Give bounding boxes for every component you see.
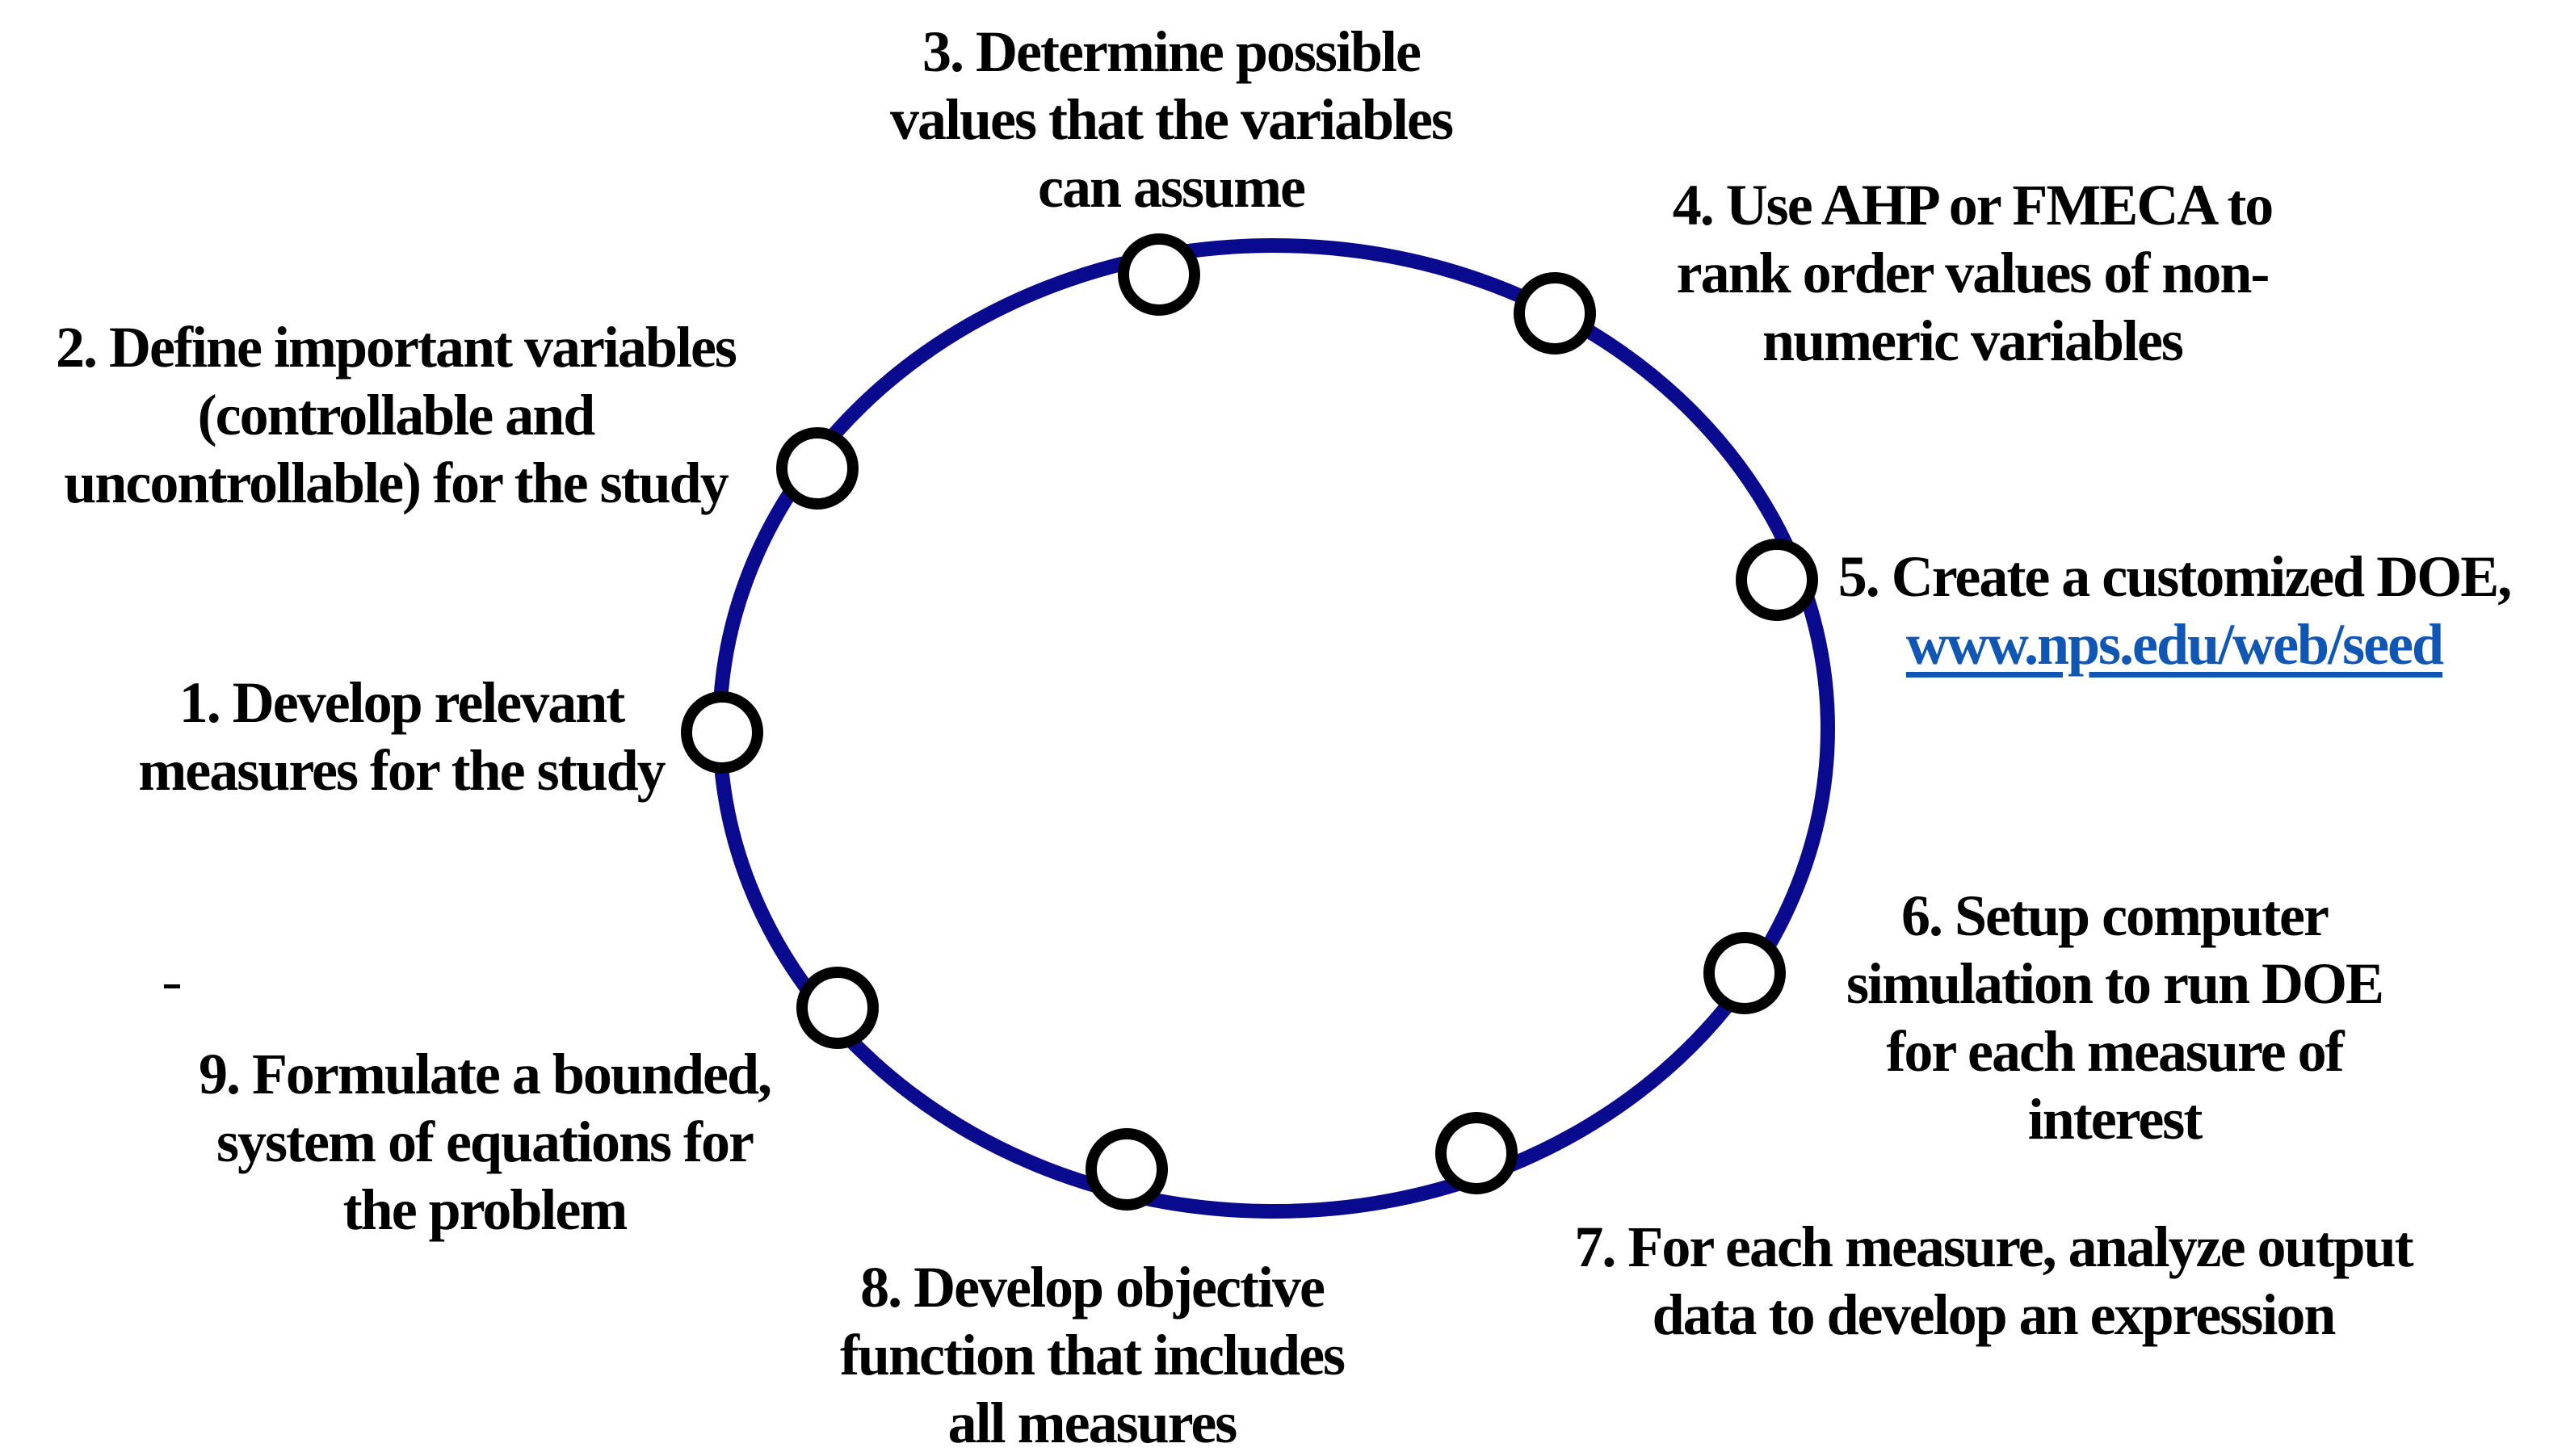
step-8-line-1: 8. Develop objective bbox=[860, 1255, 1325, 1320]
step-4-line-1: 4. Use AHP or FMECA to bbox=[1672, 173, 2274, 237]
step-4-line-3: numeric variables bbox=[1762, 308, 2184, 373]
step-2-line-2: (controllable and bbox=[197, 383, 596, 447]
step-7-line-2: data to develop an expression bbox=[1652, 1282, 2337, 1347]
step-8-label: 8. Develop objective function that inclu… bbox=[761, 1253, 1423, 1456]
step-9-node bbox=[796, 967, 879, 1049]
step-9-line-3: the problem bbox=[342, 1177, 628, 1242]
step-6-line-4: interest bbox=[2027, 1087, 2203, 1152]
step-1-line-2: measures for the study bbox=[138, 738, 666, 803]
step-2-node bbox=[776, 427, 859, 510]
step-2-line-3: uncontrollable) for the study bbox=[64, 451, 729, 515]
step-6-label: 6. Setup computer simulation to run DOE … bbox=[1775, 882, 2454, 1153]
step-4-line-2: rank order values of non- bbox=[1676, 241, 2270, 305]
step-3-node bbox=[1118, 233, 1200, 316]
step-8-node bbox=[1086, 1128, 1168, 1211]
step-9-line-2: system of equations for bbox=[216, 1110, 754, 1174]
step-1-node bbox=[681, 691, 763, 774]
step-9-label: 9. Formulate a bounded, system of equati… bbox=[105, 1040, 864, 1244]
nps-seed-link[interactable]: www.nps.edu/web/seed bbox=[1905, 612, 2444, 677]
step-1-line-1: 1. Develop relevant bbox=[178, 670, 626, 735]
step-5-line-1: 5. Create a customized DOE, bbox=[1837, 544, 2513, 609]
stray-dash-mark bbox=[164, 984, 180, 988]
step-2-line-1: 2. Define important variables bbox=[56, 315, 737, 380]
step-3-label: 3. Determine possible values that the va… bbox=[792, 18, 1551, 221]
step-7-label: 7. For each measure, analyze output data… bbox=[1468, 1213, 2518, 1349]
step-3-line-2: values that the variables bbox=[890, 87, 1454, 152]
step-6-node bbox=[1703, 932, 1786, 1014]
step-7-node bbox=[1435, 1112, 1518, 1194]
step-1-label: 1. Develop relevant measures for the stu… bbox=[78, 669, 724, 804]
step-2-label: 2. Define important variables (controlla… bbox=[0, 313, 800, 517]
step-8-line-2: function that includes bbox=[839, 1323, 1346, 1387]
step-3-line-3: can assume bbox=[1037, 155, 1306, 220]
cycle-ellipse bbox=[712, 238, 1835, 1219]
step-5-node bbox=[1736, 539, 1818, 621]
step-5-line-2: www.nps.edu/web/seed bbox=[1779, 611, 2566, 678]
step-8-line-3: all measures bbox=[947, 1391, 1238, 1455]
step-5-label: 5. Create a customized DOE, www.nps.edu/… bbox=[1779, 543, 2566, 678]
step-3-line-1: 3. Determine possible bbox=[922, 19, 1422, 84]
step-4-node bbox=[1514, 272, 1596, 355]
step-9-line-1: 9. Formulate a bounded, bbox=[198, 1042, 772, 1106]
step-7-line-1: 7. For each measure, analyze output bbox=[1574, 1215, 2413, 1279]
step-6-line-2: simulation to run DOE bbox=[1846, 951, 2384, 1016]
step-6-line-3: for each measure of bbox=[1886, 1019, 2344, 1084]
step-4-label: 4. Use AHP or FMECA to rank order values… bbox=[1609, 171, 2336, 375]
step-6-line-1: 6. Setup computer bbox=[1901, 883, 2329, 948]
